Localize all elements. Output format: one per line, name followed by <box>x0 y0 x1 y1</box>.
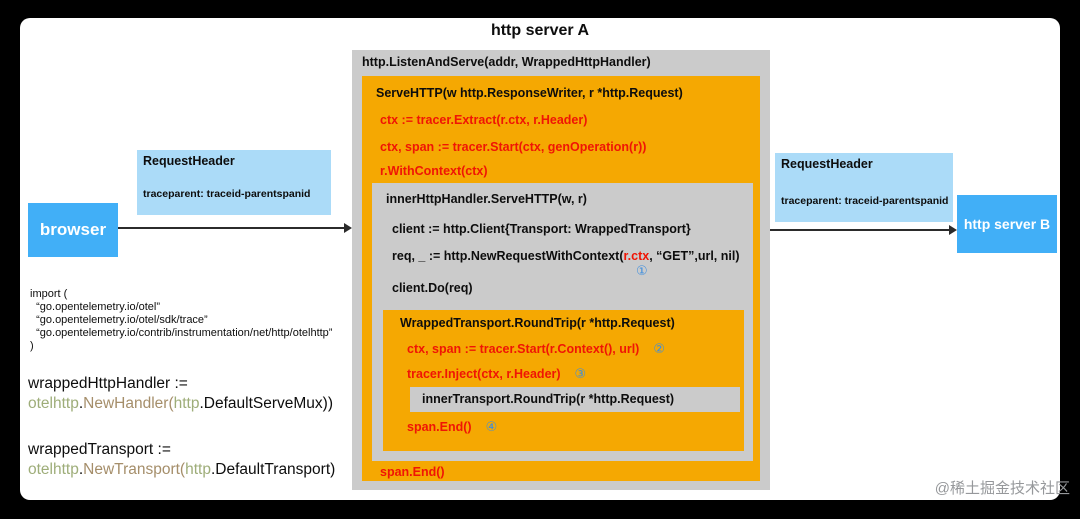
code-rest: .DefaultServeMux)) <box>199 395 333 412</box>
request-header-right: RequestHeader traceparent: traceid-paren… <box>775 153 953 222</box>
arrowhead-right-icon <box>949 225 957 235</box>
code-tracer-start: ctx, span := tracer.Start(ctx, genOperat… <box>380 140 647 154</box>
code-pkg: otelhttp <box>28 395 79 412</box>
wrapped-transport-header: WrappedTransport.RoundTrip(r *http.Reque… <box>400 316 675 330</box>
request-header-left-title: RequestHeader <box>143 154 235 168</box>
wrapped-transport-box: WrappedTransport.RoundTrip(r *http.Reque… <box>383 310 744 451</box>
serve-http-header: ServeHTTP(w http.ResponseWriter, r *http… <box>376 86 683 100</box>
req-ctx-arg: r.ctx <box>623 249 650 263</box>
code-tracer-inject-text: tracer.Inject(ctx, r.Header) <box>407 367 561 381</box>
browser-label: browser <box>39 220 107 239</box>
req-prefix: req, _ := http.NewRequestWithContext( <box>392 249 624 263</box>
code-transport-start-text: ctx, span := tracer.Start(r.Context(), u… <box>407 342 640 356</box>
arrow-browser-to-serverA <box>118 227 346 229</box>
inner-http-handler-box: innerHttpHandler.ServeHTTP(w, r) client … <box>372 183 753 461</box>
code-handler-call: otelhttp.NewHandler(http.DefaultServeMux… <box>28 394 333 414</box>
code-fn: NewTransport( <box>83 461 186 478</box>
request-header-left: RequestHeader traceparent: traceid-paren… <box>137 150 331 215</box>
code-handler-decl: wrappedHttpHandler := <box>28 375 188 392</box>
marker-3: ③ <box>574 366 587 381</box>
request-header-right-value: traceparent: traceid-parentspanid <box>781 195 949 207</box>
code-fn: NewHandler( <box>83 395 174 412</box>
code-argpkg: http <box>185 461 211 478</box>
code-pkg: otelhttp <box>28 461 79 478</box>
inner-http-handler-header: innerHttpHandler.ServeHTTP(w, r) <box>386 192 587 206</box>
code-client-decl: client := http.Client{Transport: Wrapped… <box>392 222 691 236</box>
import-line: “go.opentelemetry.io/otel” <box>30 301 161 313</box>
arrowhead-left-icon <box>344 223 352 233</box>
code-wrapped-http-handler: wrappedHttpHandler := otelhttp.NewHandle… <box>28 374 333 414</box>
code-transport-decl: wrappedTransport := <box>28 441 171 458</box>
code-wrapped-transport: wrappedTransport := otelhttp.NewTranspor… <box>28 440 335 480</box>
listen-and-serve-label: http.ListenAndServe(addr, WrappedHttpHan… <box>362 55 651 69</box>
code-argpkg: http <box>173 395 200 412</box>
code-dot: . <box>78 461 84 478</box>
code-with-context: r.WithContext(ctx) <box>380 164 488 178</box>
page-title: http server A <box>490 22 590 39</box>
code-new-request: req, _ := http.NewRequestWithContext(r.c… <box>392 249 740 264</box>
code-span-end-outer: span.End() <box>380 465 445 479</box>
arrow-serverA-to-serverB <box>770 229 951 231</box>
server-b-label: http server B <box>963 216 1051 232</box>
import-line: import ( <box>30 288 68 300</box>
code-tracer-extract: ctx := tracer.Extract(r.ctx, r.Header) <box>380 113 588 127</box>
code-transport-start: ctx, span := tracer.Start(r.Context(), u… <box>407 341 665 357</box>
import-line: “go.opentelemetry.io/otel/sdk/trace” <box>30 314 208 326</box>
code-dot: . <box>78 395 84 412</box>
inner-transport-bar: innerTransport.RoundTrip(r *http.Request… <box>410 387 740 412</box>
code-rest: .DefaultTransport) <box>210 461 336 478</box>
req-suffix: , “GET”,url, nil) <box>649 249 740 263</box>
import-line: “go.opentelemetry.io/contrib/instrumenta… <box>30 327 333 339</box>
request-header-left-value: traceparent: traceid-parentspanid <box>143 188 311 200</box>
inner-transport-label: innerTransport.RoundTrip(r *http.Request… <box>422 392 675 406</box>
code-tracer-inject: tracer.Inject(ctx, r.Header) ③ <box>407 366 586 382</box>
code-span-end-inner-text: span.End() <box>407 420 472 434</box>
import-line: ) <box>30 340 34 352</box>
marker-1: ① <box>636 263 648 278</box>
diagram-card: http server A browser RequestHeader trac… <box>20 18 1060 500</box>
code-client-do: client.Do(req) <box>392 281 473 295</box>
serve-http-box: ServeHTTP(w http.ResponseWriter, r *http… <box>362 76 760 481</box>
browser-node: browser <box>28 203 118 257</box>
code-span-end-inner: span.End() ④ <box>407 419 497 435</box>
watermark: @稀土掘金技术社区 <box>934 480 1070 497</box>
marker-4: ④ <box>485 419 498 434</box>
request-header-right-title: RequestHeader <box>781 157 873 171</box>
marker-2: ② <box>653 341 666 356</box>
server-b-node: http server B <box>957 195 1057 253</box>
code-transport-call: otelhttp.NewTransport(http.DefaultTransp… <box>28 460 335 480</box>
import-block: import ( “go.opentelemetry.io/otel” “go.… <box>30 288 332 353</box>
listen-and-serve-box: http.ListenAndServe(addr, WrappedHttpHan… <box>352 50 770 490</box>
